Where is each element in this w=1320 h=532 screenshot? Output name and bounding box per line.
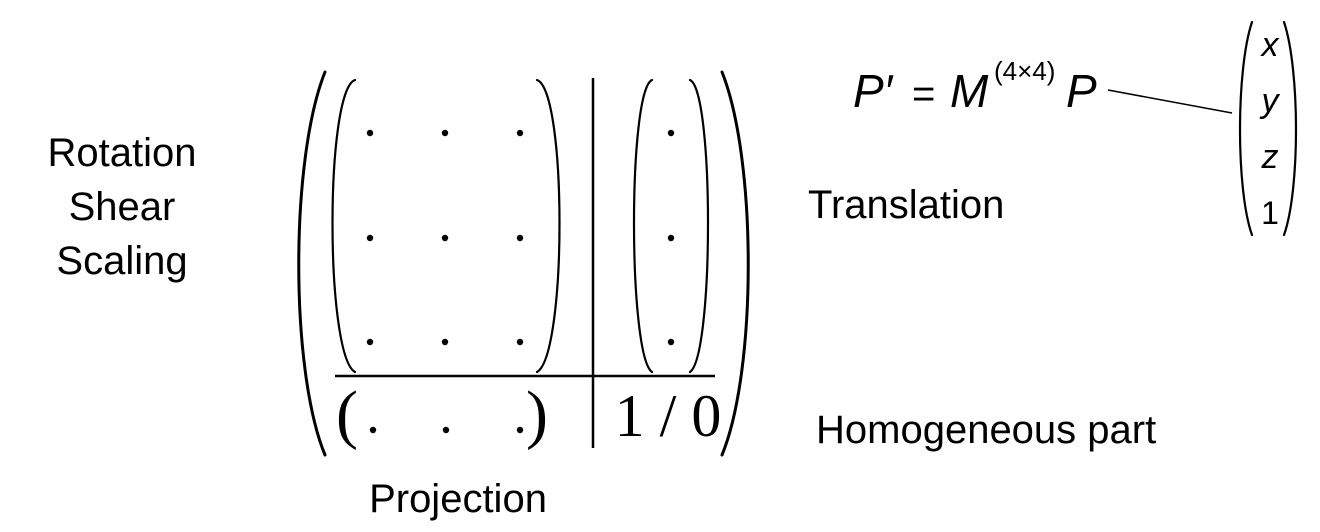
block-3x3-left-bracket [331,78,357,374]
vector-y: y [1260,82,1281,120]
label-translation: Translation [808,183,1004,227]
label-projection: Projection [369,477,547,521]
projection-row-right-paren: ) [526,378,548,451]
outer-right-paren [720,70,750,457]
vector-right-paren [1282,20,1298,237]
vector-one: 1 [1261,195,1279,231]
homogeneous-corner-value: 1 / 0 [615,383,722,449]
vector-z: z [1261,138,1279,176]
translation-column-dots [667,129,675,346]
equation-lhs: P′ [853,65,894,117]
equation-superscript: (4×4) [994,56,1055,86]
equation-equals: = [912,72,935,116]
connector-line [1107,89,1233,114]
vector-x: x [1260,26,1280,64]
vector-left-paren [1238,20,1254,237]
translation-left-bracket [632,78,654,374]
equation-rhs: P [1066,65,1097,117]
transformation-equation: P′ = M (4×4) P [853,56,1097,117]
block-3x3-right-bracket [535,78,561,374]
translation-right-bracket [688,78,710,374]
block-3x3-dots [366,129,524,346]
label-homogeneous-part: Homogeneous part [816,408,1156,452]
projection-row-dots [369,426,524,434]
projection-row-left-paren: ( [336,378,358,451]
label-scaling: Scaling [56,239,187,283]
equation-matrix-m: M [950,65,989,117]
label-rotation: Rotation [48,131,197,175]
outer-left-paren [297,70,327,457]
label-shear: Shear [69,185,176,229]
